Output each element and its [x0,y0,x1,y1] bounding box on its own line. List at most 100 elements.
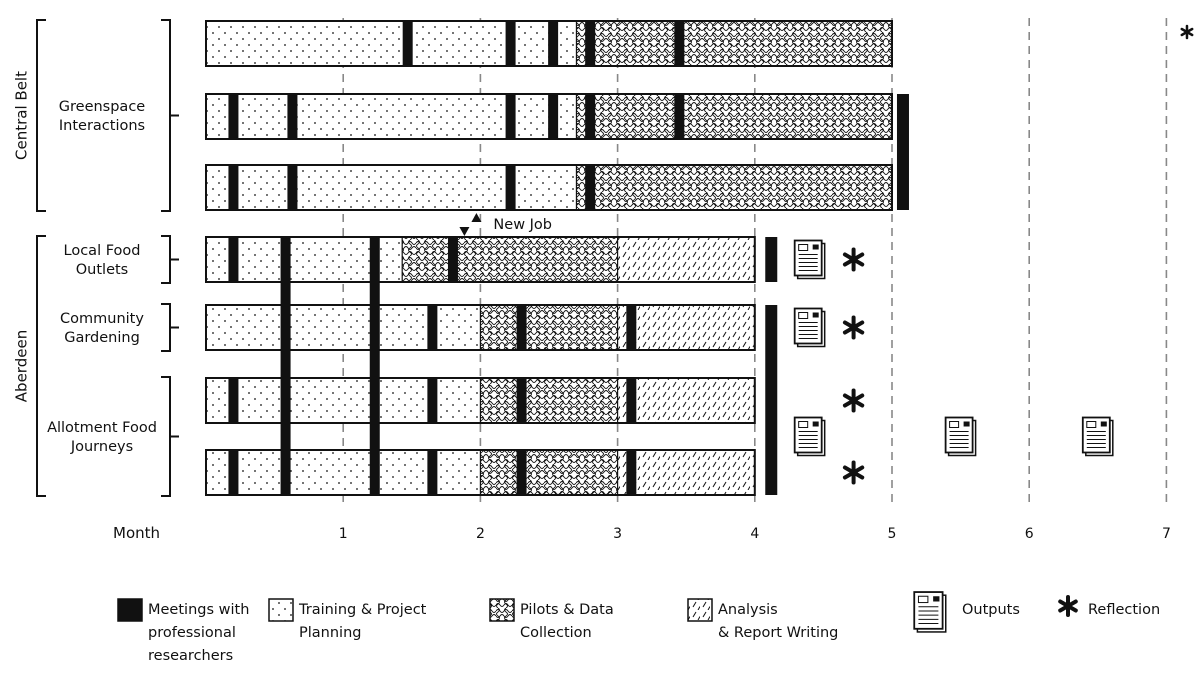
x-tick-label: 5 [888,526,897,542]
segment-analysis [617,305,755,350]
row-outline [205,164,893,211]
segment-pilots [480,450,618,495]
x-tick-label: 1 [339,526,348,542]
legend-label: Outputs [962,602,1020,618]
project-label: Local Food [64,243,141,259]
x-tick-label: 4 [750,526,759,542]
outputs-icon-box [798,312,809,319]
bracket [161,19,171,212]
reflection-icon-stroke [842,393,865,408]
row-outline [205,236,756,283]
meeting-mark [427,305,438,350]
segment-analysis [617,378,755,423]
meeting-mark [626,305,637,350]
meeting-mark [626,450,637,495]
legend-label: Planning [299,625,361,641]
bracket [161,235,171,284]
legend-swatch-meetings [117,598,143,622]
x-axis-label: Month [113,524,160,542]
meeting-mark [505,165,516,210]
bracket [161,376,171,497]
reflection-icon [842,388,865,413]
meeting-mark [447,237,458,282]
meeting-mark [228,378,239,423]
outputs-icon-stamp [1100,421,1107,427]
reflection-icon [842,247,865,272]
bracket [36,235,46,497]
segment-pilots [480,305,618,350]
meeting-mark [427,378,438,423]
reflection-icon-stroke [842,465,865,480]
meeting-mark [548,21,559,66]
legend-label: Meetings with [148,602,249,618]
group-labels: Central BeltAberdeenGreenspaceInteractio… [13,19,179,497]
row-outline [205,377,756,424]
project-label: Allotment Food [47,420,157,436]
segment-training [206,94,577,139]
reflection-icon-stroke [842,252,865,267]
segment-training [206,305,481,350]
meeting-mark [402,21,413,66]
markers [793,24,1194,485]
meeting-mark [626,378,637,423]
reflection-icon [1058,595,1078,617]
reflection-icon-stroke [1058,599,1078,613]
meeting-mark [585,165,596,210]
bracket [161,303,171,352]
group-label: Central Belt [13,71,31,160]
outputs-icon [793,239,826,280]
meeting-mark-spanning [369,237,380,495]
x-tick-label: 6 [1025,526,1034,542]
outputs-icon [913,591,947,633]
outputs-icon-box [917,595,929,604]
legend-swatch-pilots [489,598,515,622]
annotation-text: New Job [493,217,552,233]
x-tick-label: 7 [1162,526,1171,542]
meeting-mark [585,21,596,66]
meeting-mark [505,21,516,66]
outputs-icon-box [798,244,809,251]
meeting-mark-final [765,305,778,495]
segment-pilots [402,237,618,282]
meeting-mark [427,450,438,495]
legend-swatch-analysis [687,598,713,622]
arrow-up-icon [471,213,482,222]
reflection-icon [842,315,865,340]
group-label: Aberdeen [13,330,31,402]
legend-item-analysis: Analysis& Report Writing [687,598,838,641]
meeting-mark [516,450,527,495]
row-outline [205,449,756,496]
project-label: Outlets [76,262,128,278]
meeting-mark [505,94,516,139]
meeting-mark [674,21,685,66]
phase-rows [205,20,893,496]
project-label: Community [60,311,144,327]
meeting-mark [516,378,527,423]
segment-analysis [617,450,755,495]
phase-row [205,164,893,211]
row-outline [205,304,756,351]
segment-training [206,237,403,282]
outputs-icon-box [1086,421,1097,428]
legend-label: & Report Writing [718,625,838,641]
arrow-down-icon [459,227,470,236]
outputs-icon-stamp [812,312,819,318]
meeting-mark [287,165,298,210]
meeting-mark-final [896,94,909,210]
meeting-mark [674,94,685,139]
outputs-icon-stamp [812,244,819,250]
outputs-icon [1081,416,1114,457]
outputs-icon-stamp [812,421,819,427]
segment-pilots [480,378,618,423]
x-tick-label: 2 [476,526,485,542]
meeting-mark [585,94,596,139]
project-label: Journeys [70,439,133,455]
legend-item-outputs: Outputs [913,591,1020,633]
meeting-mark [228,94,239,139]
meeting-marks [228,21,909,495]
